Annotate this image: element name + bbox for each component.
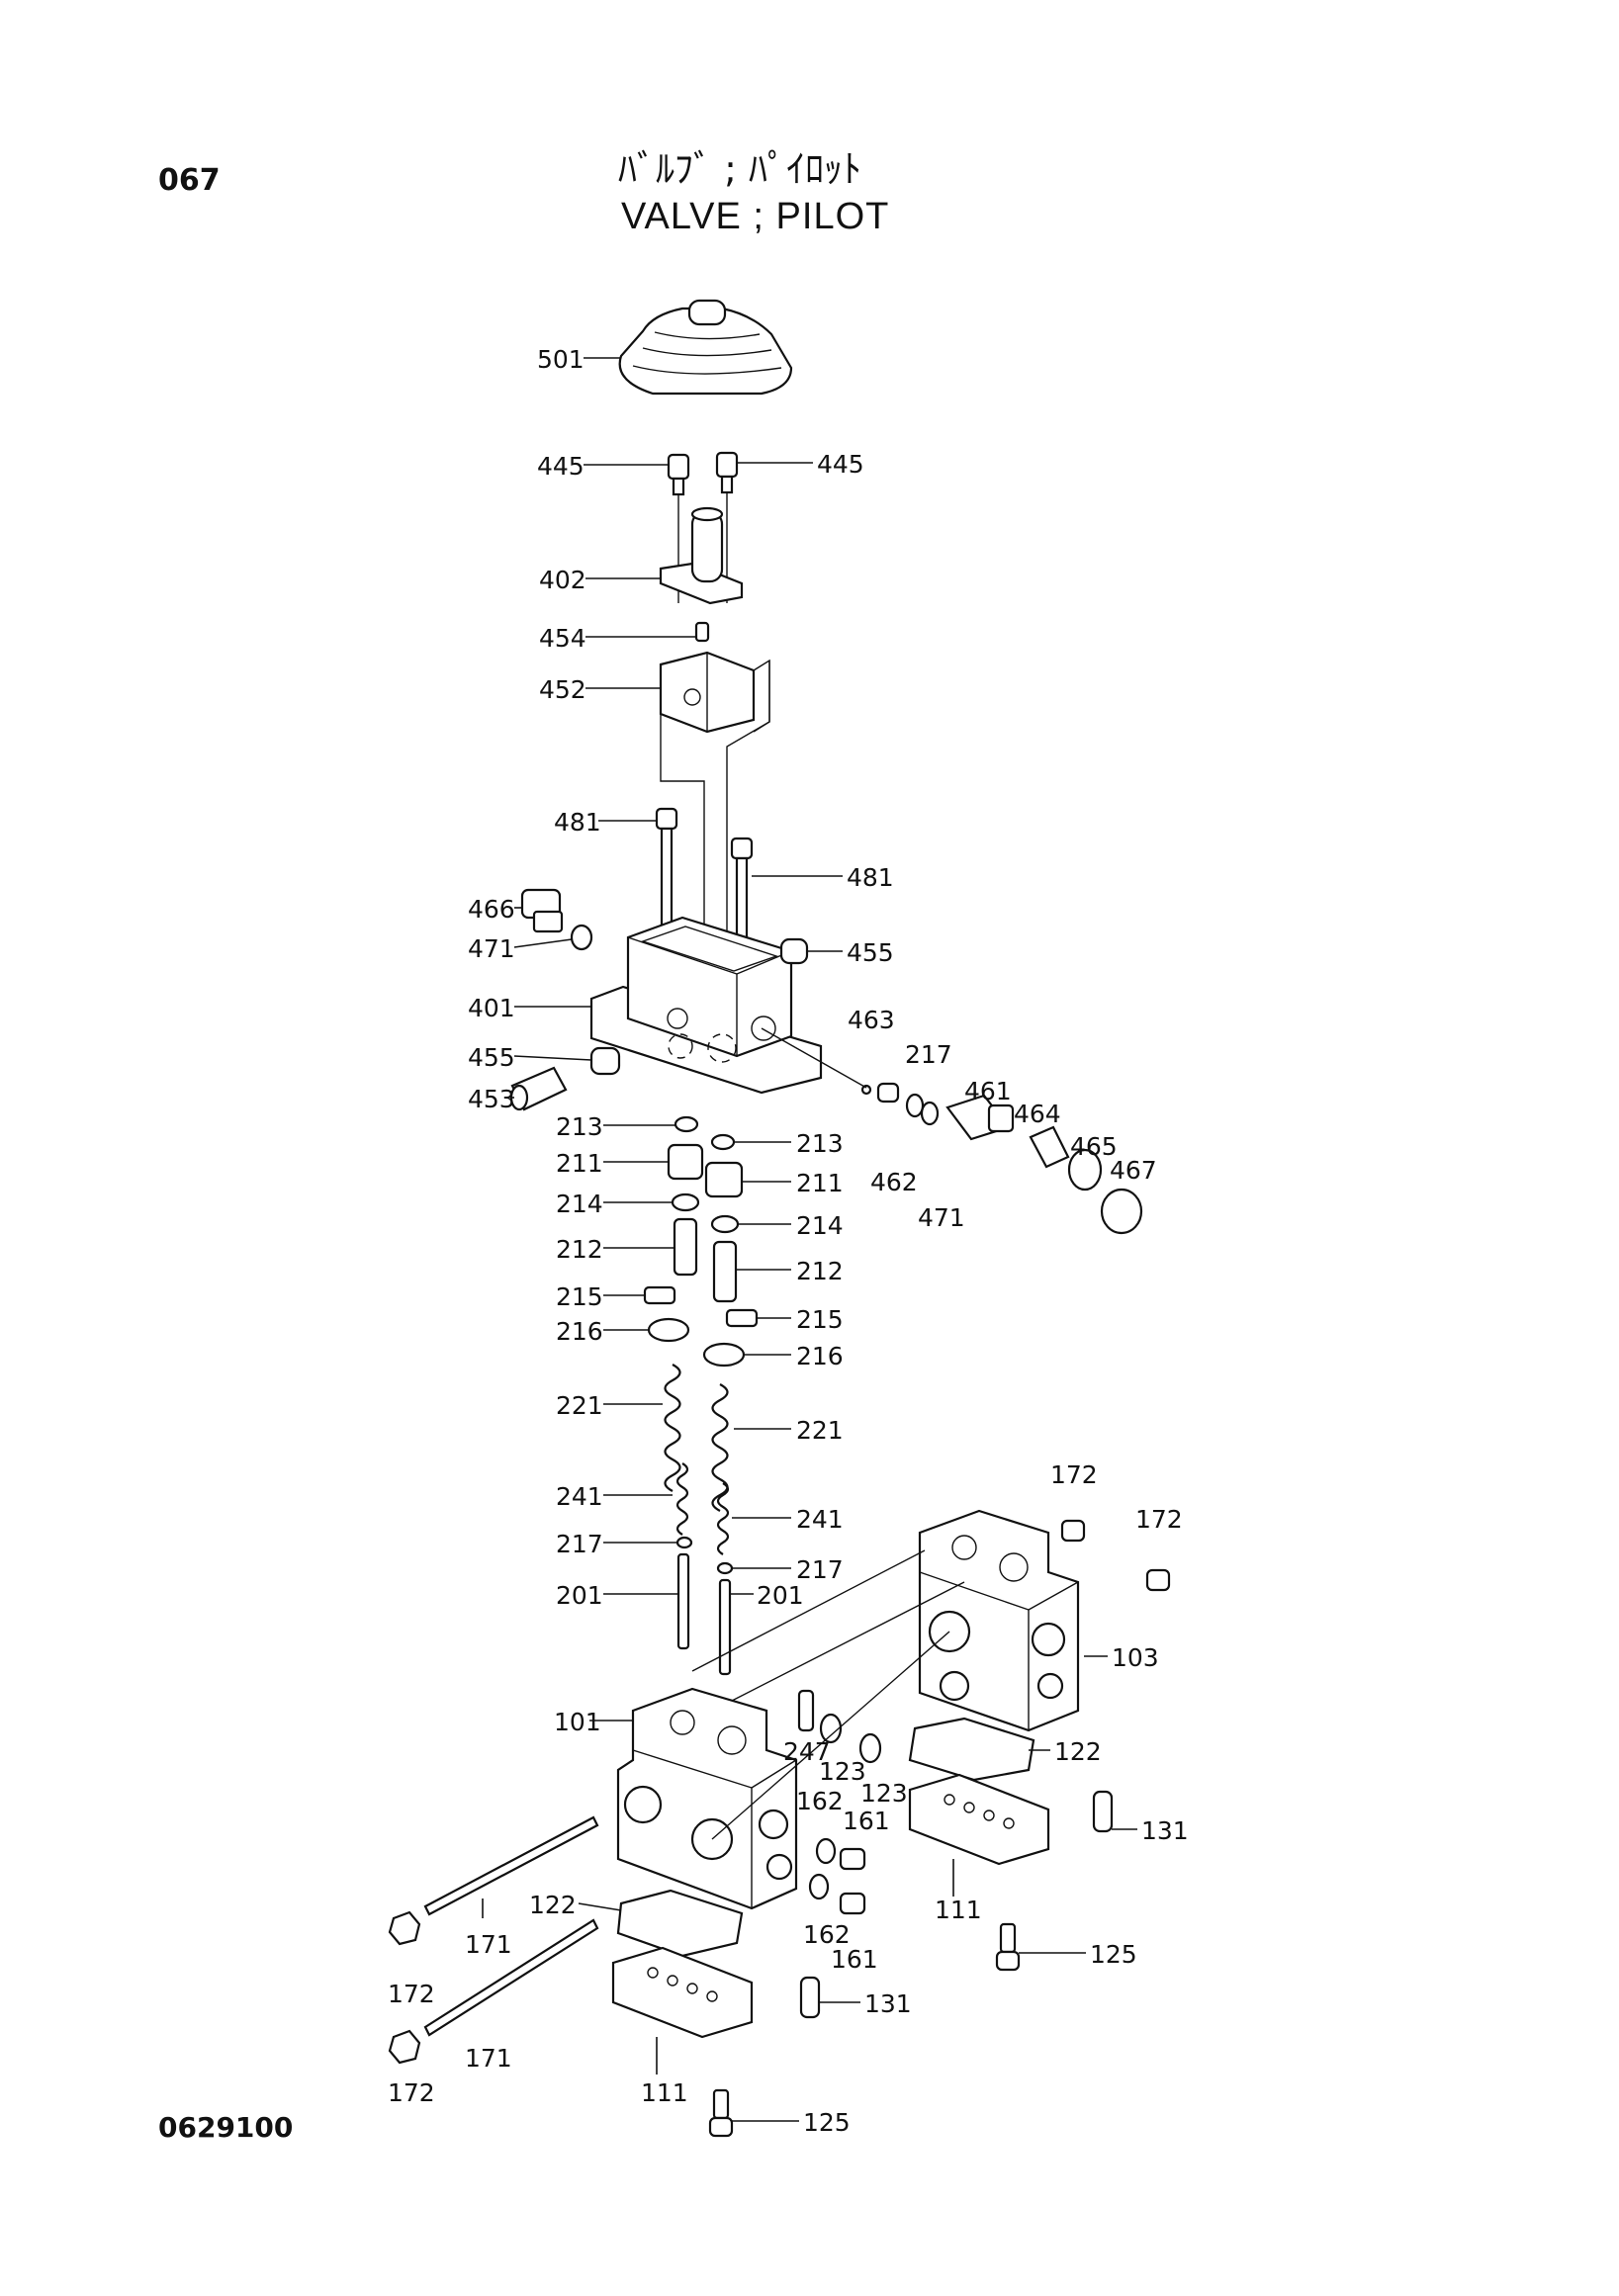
callout-216-right: 216 bbox=[796, 1342, 844, 1370]
callout-465: 465 bbox=[1070, 1132, 1118, 1161]
callout-481-left: 481 bbox=[554, 808, 601, 837]
callout-462: 462 bbox=[870, 1168, 918, 1196]
callout-215-left: 215 bbox=[556, 1282, 603, 1311]
callout-241-right: 241 bbox=[796, 1505, 844, 1534]
callout-212-right: 212 bbox=[796, 1257, 844, 1285]
callout-402: 402 bbox=[539, 566, 586, 594]
callout-454: 454 bbox=[539, 624, 586, 653]
leader-lines bbox=[482, 357, 1137, 2122]
callout-464: 464 bbox=[1014, 1100, 1061, 1128]
callout-217-left: 217 bbox=[556, 1530, 603, 1558]
title-japanese: ﾊﾞﾙﾌﾞ ; ﾊﾟｲﾛｯﾄ bbox=[618, 147, 861, 191]
callout-125-upper: 125 bbox=[1090, 1940, 1137, 1969]
part-453 bbox=[509, 1066, 568, 1111]
tie-rod-171-parts bbox=[388, 1815, 599, 2065]
callout-201-right: 201 bbox=[757, 1581, 804, 1610]
callout-466: 466 bbox=[468, 895, 515, 924]
callout-401: 401 bbox=[468, 994, 515, 1022]
callout-445-left: 445 bbox=[537, 452, 585, 481]
callout-125-lower: 125 bbox=[803, 2108, 851, 2137]
set-screw-454-part bbox=[694, 621, 710, 643]
callout-123-left: 123 bbox=[819, 1757, 866, 1786]
callout-172-lower-upper: 172 bbox=[388, 1980, 435, 2008]
body-103-part bbox=[918, 1509, 1171, 1732]
callout-455-right: 455 bbox=[847, 938, 894, 967]
callout-123-right: 123 bbox=[860, 1779, 908, 1808]
cover-111-parts bbox=[611, 1717, 1114, 2039]
bolt-445-parts bbox=[667, 451, 739, 603]
callout-221-left: 221 bbox=[556, 1391, 603, 1420]
callout-215-right: 215 bbox=[796, 1305, 844, 1334]
callout-172-lower-bottom: 172 bbox=[388, 2078, 435, 2107]
callout-172-upper-right: 172 bbox=[1135, 1505, 1183, 1534]
callout-131-upper: 131 bbox=[1141, 1816, 1189, 1845]
callout-453: 453 bbox=[468, 1085, 515, 1113]
callout-111-upper: 111 bbox=[935, 1896, 982, 1924]
callout-455-left: 455 bbox=[468, 1043, 515, 1072]
callout-211-left: 211 bbox=[556, 1149, 603, 1178]
callout-171-upper: 171 bbox=[465, 1930, 512, 1959]
callout-217-right: 217 bbox=[796, 1555, 844, 1584]
callout-471-lower: 471 bbox=[918, 1203, 965, 1232]
part-drawings bbox=[388, 299, 1171, 2138]
plate-402-part bbox=[659, 506, 744, 605]
callout-214-right: 214 bbox=[796, 1211, 844, 1240]
callout-467: 467 bbox=[1110, 1156, 1157, 1185]
callout-471-upper: 471 bbox=[468, 934, 515, 963]
callout-101: 101 bbox=[554, 1708, 601, 1736]
callout-241-left: 241 bbox=[556, 1482, 603, 1511]
callout-214-left: 214 bbox=[556, 1190, 603, 1218]
callout-217-side: 217 bbox=[905, 1040, 952, 1069]
callout-103: 103 bbox=[1112, 1643, 1159, 1672]
document-code: 0629100 bbox=[158, 2111, 294, 2144]
callout-501: 501 bbox=[537, 345, 585, 374]
plug-466-part bbox=[520, 888, 564, 933]
bolt-125-parts bbox=[708, 1922, 1021, 2138]
body-101-part bbox=[616, 1549, 965, 1910]
casing-401-part bbox=[589, 916, 823, 1095]
callout-461: 461 bbox=[964, 1077, 1012, 1105]
callout-161-upper: 161 bbox=[843, 1807, 890, 1835]
title-english: VALVE ; PILOT bbox=[621, 196, 890, 237]
callout-213-right: 213 bbox=[796, 1129, 844, 1158]
callout-213-left: 213 bbox=[556, 1112, 603, 1141]
callout-131-lower: 131 bbox=[864, 1989, 912, 2018]
callout-201-left: 201 bbox=[556, 1581, 603, 1610]
bushing-455-part bbox=[779, 937, 809, 965]
pilot-stack-parts bbox=[643, 1115, 759, 1676]
block-452-part bbox=[659, 651, 770, 734]
callout-247: 247 bbox=[783, 1737, 831, 1766]
callout-122-lower: 122 bbox=[529, 1891, 577, 1919]
callout-162-upper: 162 bbox=[796, 1787, 844, 1815]
callout-labels: 501 445 445 402 454 452 481 481 466 471 … bbox=[388, 345, 1189, 2137]
small-seal-parts bbox=[797, 1689, 882, 1915]
bushing-455-lower-part bbox=[589, 1046, 621, 1076]
callout-171-lower: 171 bbox=[465, 2044, 512, 2073]
callout-172-upper-left: 172 bbox=[1050, 1460, 1098, 1489]
callout-122-upper: 122 bbox=[1054, 1737, 1102, 1766]
boot-part bbox=[618, 299, 793, 396]
callout-162-lower: 162 bbox=[803, 1920, 851, 1949]
side-fittings-parts bbox=[761, 1027, 1143, 1235]
callout-111-lower: 111 bbox=[641, 2078, 688, 2107]
callout-212-left: 212 bbox=[556, 1235, 603, 1264]
callout-211-right: 211 bbox=[796, 1169, 844, 1197]
callout-161-lower: 161 bbox=[831, 1945, 878, 1974]
callout-481-right: 481 bbox=[847, 863, 894, 892]
page-number: 067 bbox=[158, 163, 221, 198]
callout-221-right: 221 bbox=[796, 1416, 844, 1445]
callout-452: 452 bbox=[539, 675, 586, 704]
callout-216-left: 216 bbox=[556, 1317, 603, 1346]
callout-463: 463 bbox=[848, 1006, 895, 1034]
callout-445-right: 445 bbox=[817, 450, 864, 479]
